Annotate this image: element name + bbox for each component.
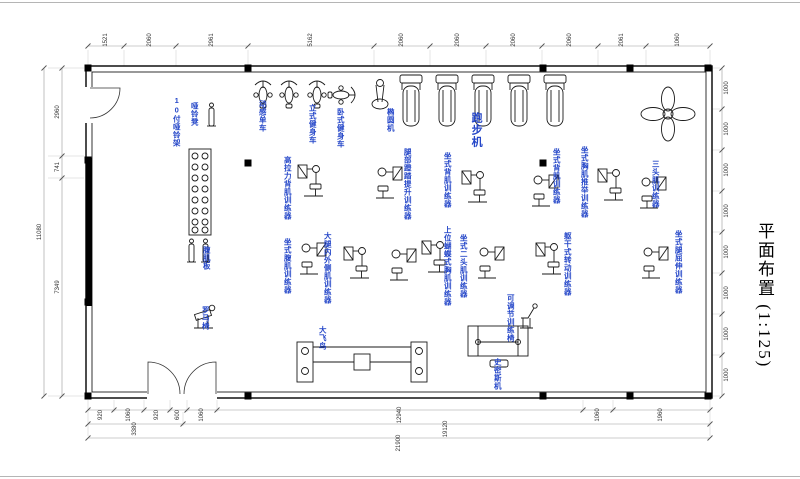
equipment-label: 罗马椅 — [201, 306, 211, 330]
dimension-value: 1060 — [199, 408, 205, 422]
elliptical-icon — [371, 79, 389, 110]
equipment-label: 跑步机 — [470, 112, 483, 148]
dimension-value: 2060 — [147, 33, 153, 47]
door-swing — [147, 361, 181, 395]
extension-lines — [48, 50, 720, 436]
door-swing — [89, 87, 121, 119]
treadmill-icon — [543, 74, 567, 127]
dimension-value: 920 — [154, 409, 160, 421]
equipment-label: 卧式健身车 — [336, 108, 346, 148]
dimension-value: 920 — [98, 409, 104, 421]
dimension-value: 5162 — [308, 33, 314, 47]
equipment-label: 坐式背肌训练器 — [552, 148, 562, 204]
dimension-value: 1000 — [724, 204, 730, 218]
equipment-label: 上位蝴蝶式胸肌训练器 — [443, 226, 453, 306]
dimension-value: 1000 — [724, 245, 730, 259]
dimension-value: 741 — [55, 161, 61, 173]
leg-press-machine-icon — [375, 166, 403, 199]
dimension-value: 19120 — [443, 420, 449, 438]
spin-bike-icon — [279, 80, 299, 109]
dimension-value: 1000 — [724, 286, 730, 300]
dimension-value: 12940 — [397, 406, 403, 424]
dumbbell-rack-icon — [188, 148, 212, 236]
dimension-value: 1000 — [724, 327, 730, 341]
equipment-label: 坐式二头肌训练器 — [459, 234, 469, 298]
equipment-label: 史密斯机 — [493, 358, 503, 390]
fan-icon — [640, 86, 696, 142]
strength-machine-icon — [461, 170, 488, 203]
dimension-value: 2060 — [511, 33, 517, 47]
dimension-value: 2060 — [455, 33, 461, 47]
adjustable-bench-icon — [519, 303, 538, 329]
dimension-value: 21900 — [396, 434, 402, 452]
solid-wall-segment — [86, 158, 92, 306]
dimension-value: 7349 — [55, 280, 61, 294]
treadmill-icon — [435, 74, 459, 127]
equipment-label: 高拉力背肌训练器 — [283, 156, 293, 220]
dimension-value: 2060 — [399, 33, 405, 47]
dimension-value: 1000 — [724, 163, 730, 177]
equipment-label: 坐式背肌训练器 — [443, 152, 453, 208]
equipment-label: 哑铃凳 — [190, 102, 200, 126]
equipment-label: 坐式腿屈伸训练器 — [674, 230, 684, 294]
equipment-label: 坐式胸肌推举训练器 — [580, 146, 590, 218]
dimension-value: 1960 — [658, 408, 664, 422]
drawing-title: 平面布置 (1:125) — [755, 222, 774, 369]
equipment-label: 躯干式转动训练器 — [563, 232, 573, 296]
treadmill-icon — [507, 74, 531, 127]
dimension-value: 2061 — [619, 33, 625, 47]
equipment-label: 腹肌板 — [202, 246, 212, 270]
door-swings — [89, 87, 217, 395]
dimension-value: 1000 — [724, 81, 730, 95]
equipment-label: 大飞鸟 — [318, 326, 328, 350]
thigh-machine-icon — [343, 246, 370, 279]
cable-crossover-icon — [296, 341, 428, 383]
dimension-value: 2961 — [209, 33, 215, 47]
dimension-value: 11080 — [37, 223, 43, 241]
dimension-value: 1521 — [103, 33, 109, 47]
equipment-label: 椭圆机 — [386, 108, 396, 132]
dimension-value: 1000 — [724, 122, 730, 136]
door-swing — [183, 361, 217, 395]
dimension-value: 3380 — [132, 422, 138, 436]
equipment-label: 大腿内外侧肌训练器 — [323, 232, 333, 304]
dimension-value: 1060 — [126, 408, 132, 422]
recumbent-bike-icon — [327, 85, 356, 105]
dimension-value: 600 — [175, 409, 181, 421]
torso-rotation-machine-icon — [535, 242, 562, 275]
dimension-value: 1060 — [675, 33, 681, 47]
treadmill-icon — [399, 74, 423, 127]
strength-machine-icon — [389, 248, 417, 281]
walls — [84, 65, 713, 400]
columns — [84, 64, 712, 400]
strength-machine-icon — [597, 168, 624, 201]
equipment-label: 坐式腹肌训练器 — [283, 238, 293, 294]
lat-pulldown-machine-icon — [297, 164, 324, 197]
dimension-value: 1000 — [724, 368, 730, 382]
ab-board-icon — [186, 238, 197, 263]
equipment-label: 10付哑铃架 — [172, 96, 182, 147]
dumbbell-bench-icon — [206, 102, 217, 127]
equipment-label: 三头肌训练器 — [651, 160, 661, 208]
dimension-value: 2960 — [55, 105, 61, 119]
biceps-machine-icon — [477, 246, 505, 279]
equipment-label: 可调节训练椅 — [506, 294, 516, 342]
equipment-label: 腿部蹬踏提升训练器 — [403, 148, 413, 220]
equipment-label: 立式健身车 — [308, 104, 318, 144]
dimension-ticks — [41, 43, 725, 441]
dimension-value: 2060 — [567, 33, 573, 47]
equipment-label: 动感单车 — [258, 100, 268, 132]
dimension-value: 1060 — [595, 408, 601, 422]
leg-extension-machine-icon — [641, 246, 669, 279]
dimension-lines — [43, 45, 723, 439]
